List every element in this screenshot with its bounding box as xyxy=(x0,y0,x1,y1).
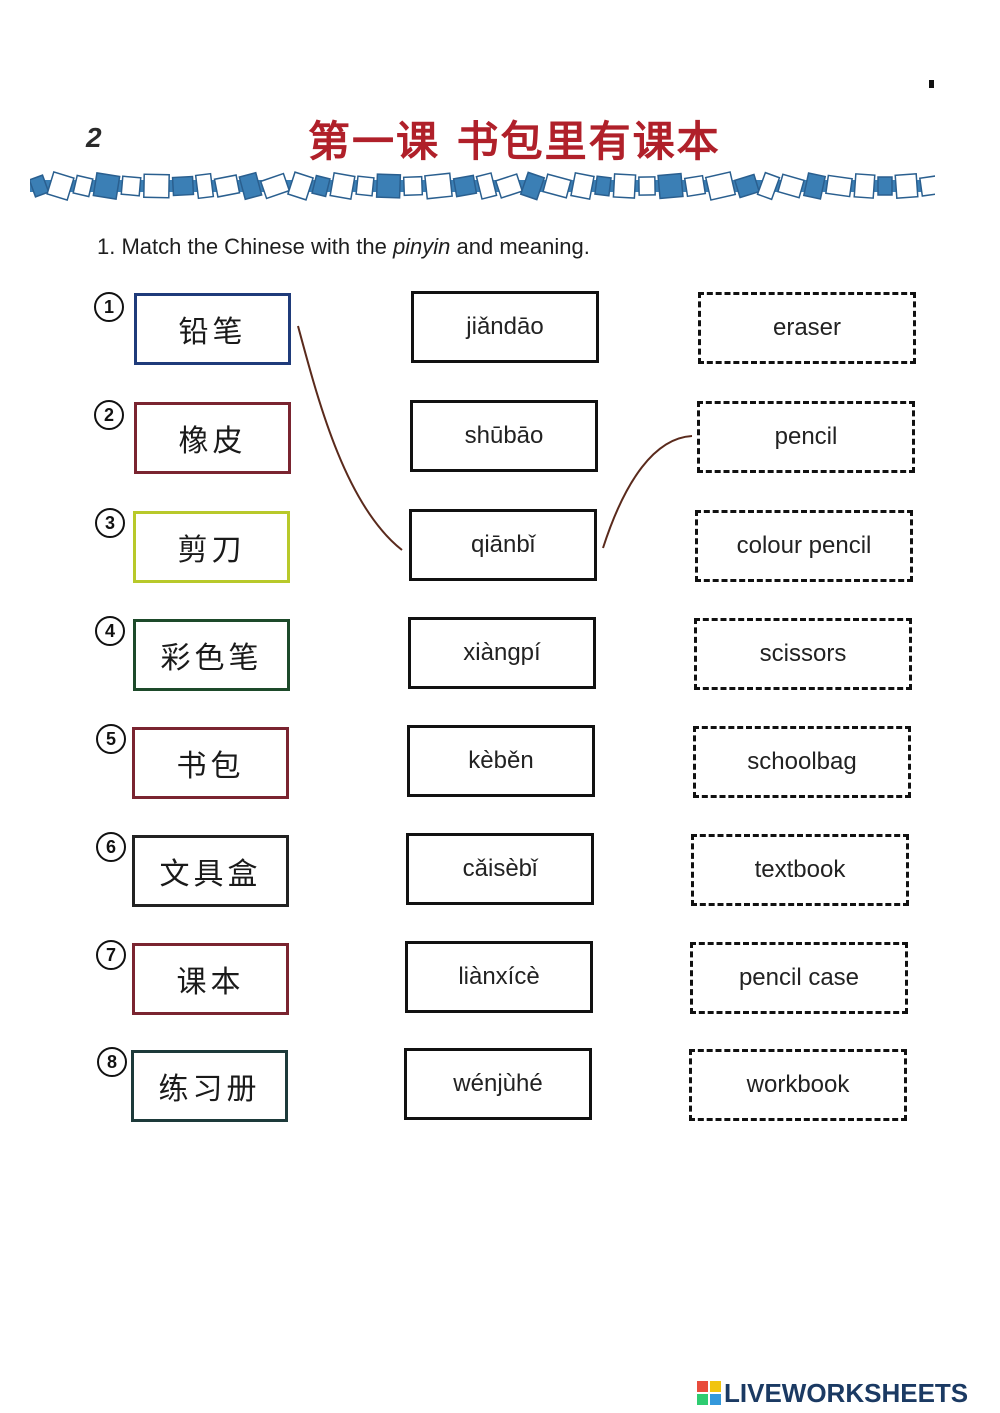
border-book-shape xyxy=(259,172,291,200)
border-book-shape xyxy=(120,175,142,197)
border-book-shape xyxy=(494,173,524,199)
item-number: 3 xyxy=(95,508,125,538)
item-number: 8 xyxy=(97,1047,127,1077)
border-book-shape xyxy=(194,172,215,200)
decorative-book-border xyxy=(30,170,935,202)
border-book-shape xyxy=(877,176,893,196)
border-book-shape xyxy=(657,172,684,200)
meaning-card[interactable]: scissors xyxy=(694,618,912,690)
border-book-shape xyxy=(519,171,546,201)
border-book-shape xyxy=(238,171,263,201)
pinyin-card[interactable]: jiǎndāo xyxy=(411,291,599,363)
pinyin-card[interactable]: cǎisèbǐ xyxy=(406,833,594,905)
border-book-shape xyxy=(894,172,919,200)
brand-name: LIVEWORKSHEETS xyxy=(724,1377,969,1408)
border-book-shape xyxy=(46,170,75,202)
hanzi-card[interactable]: 彩色笔 xyxy=(133,619,290,691)
hanzi-card[interactable]: 书包 xyxy=(132,727,289,799)
instruction-pinyin-word: pinyin xyxy=(392,234,451,259)
border-book-shape xyxy=(329,171,356,201)
pinyin-card[interactable]: wénjùhé xyxy=(404,1048,592,1120)
border-book-shape xyxy=(475,172,498,200)
border-book-shape xyxy=(375,173,402,199)
meaning-card[interactable]: schoolbag xyxy=(693,726,911,798)
hanzi-card[interactable]: 橡皮 xyxy=(134,402,291,474)
border-book-shape xyxy=(171,175,195,197)
item-number: 1 xyxy=(94,292,124,322)
border-book-shape xyxy=(30,174,50,198)
liveworksheets-logo-icon xyxy=(697,1381,721,1405)
meaning-card[interactable]: workbook xyxy=(689,1049,907,1121)
meaning-card[interactable]: pencil xyxy=(697,401,915,473)
border-book-shape xyxy=(542,173,572,199)
scan-artifact-mark xyxy=(929,80,934,88)
border-book-shape xyxy=(213,174,241,198)
item-number: 5 xyxy=(96,724,126,754)
pinyin-card[interactable]: kèběn xyxy=(407,725,595,797)
meaning-card[interactable]: textbook xyxy=(691,834,909,906)
border-book-shape xyxy=(286,171,315,201)
item-number: 7 xyxy=(96,940,126,970)
border-book-shape xyxy=(452,174,478,198)
item-number: 6 xyxy=(96,832,126,862)
border-book-shape xyxy=(918,175,935,197)
instruction-prefix: 1. Match the Chinese with the xyxy=(97,234,393,259)
border-book-shape xyxy=(802,172,827,200)
hanzi-card[interactable]: 铅笔 xyxy=(134,293,291,365)
pinyin-card[interactable]: liànxícè xyxy=(405,941,593,1013)
border-book-shape xyxy=(594,175,612,197)
item-number: 2 xyxy=(94,400,124,430)
border-book-shape xyxy=(704,171,737,201)
border-book-shape xyxy=(733,173,761,199)
border-book-shape xyxy=(825,174,853,198)
hanzi-card[interactable]: 剪刀 xyxy=(133,511,290,583)
border-book-shape xyxy=(355,175,375,197)
border-book-shape xyxy=(72,174,94,198)
hanzi-card[interactable]: 练习册 xyxy=(131,1050,288,1122)
lesson-title: 第一课 书包里有课本 xyxy=(308,117,721,166)
item-number: 4 xyxy=(95,616,125,646)
meaning-card[interactable]: eraser xyxy=(698,292,916,364)
border-book-shape xyxy=(311,174,331,198)
footer-brand: LIVEWORKSHEETS xyxy=(697,1378,968,1408)
pinyin-card[interactable]: xiàngpí xyxy=(408,617,596,689)
hanzi-card[interactable]: 课本 xyxy=(132,943,289,1015)
pinyin-card[interactable]: shūbāo xyxy=(410,400,598,472)
page-number: 2 xyxy=(86,122,102,153)
pinyin-card[interactable]: qiānbǐ xyxy=(409,509,597,581)
border-book-shape xyxy=(777,173,805,199)
hanzi-card[interactable]: 文具盒 xyxy=(132,835,289,907)
meaning-card[interactable]: pencil case xyxy=(690,942,908,1014)
border-book-shape xyxy=(570,172,595,200)
border-book-shape xyxy=(683,174,707,198)
border-book-shape xyxy=(402,175,424,197)
border-book-shape xyxy=(424,172,453,200)
match-line-pencil-to-qianbi xyxy=(297,325,403,551)
border-book-shape xyxy=(853,173,876,199)
meaning-card[interactable]: colour pencil xyxy=(695,510,913,582)
border-book-shape xyxy=(143,173,170,199)
border-book-shape xyxy=(756,171,781,201)
border-book-shape xyxy=(638,176,656,196)
border-book-shape xyxy=(92,171,121,201)
border-book-shape xyxy=(612,173,637,199)
instruction-text: 1. Match the Chinese with the pinyin and… xyxy=(97,234,590,260)
match-line-qianbi-to-pencil xyxy=(602,435,693,549)
instruction-suffix: and meaning. xyxy=(450,234,590,259)
